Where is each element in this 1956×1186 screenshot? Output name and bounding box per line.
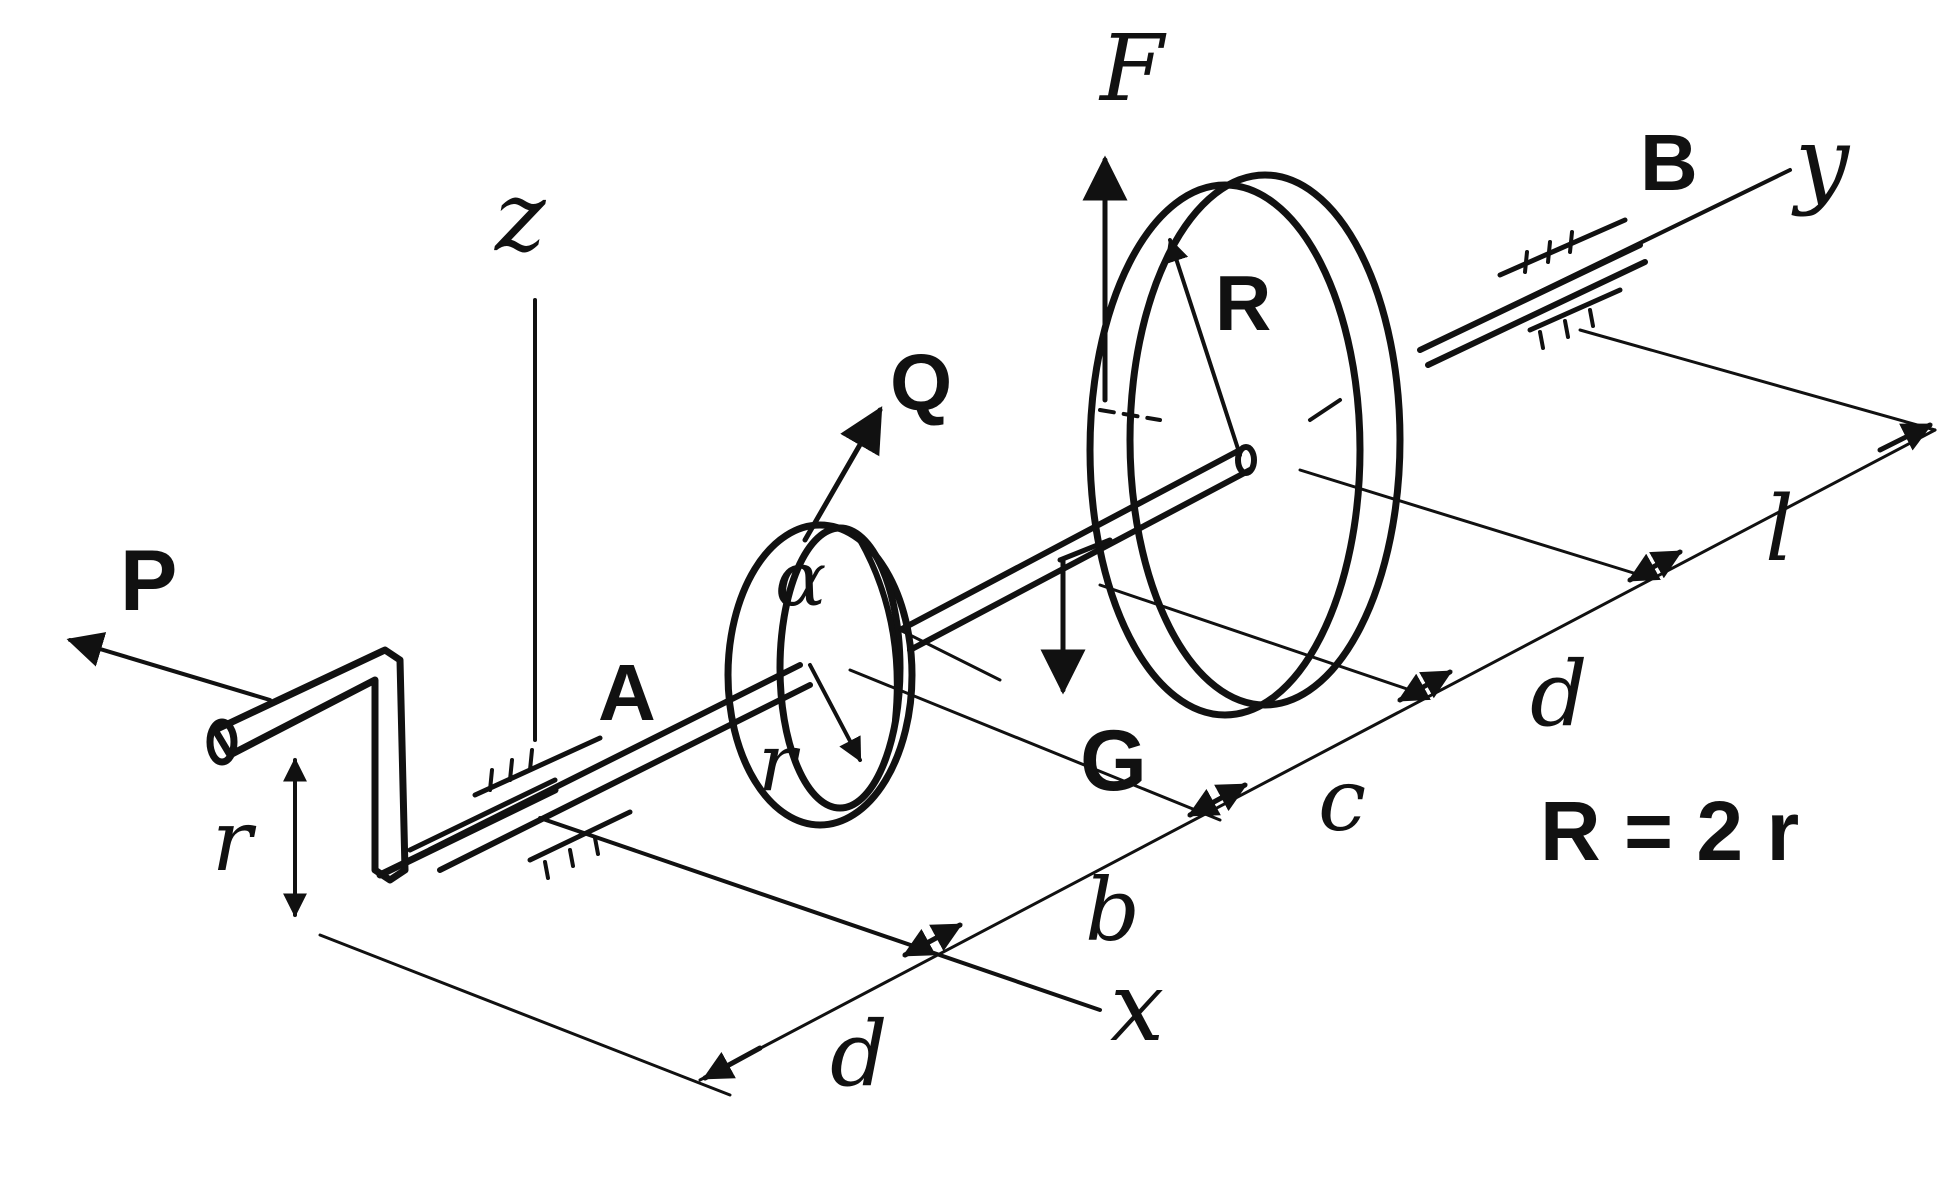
label-angle-alpha: α bbox=[775, 534, 826, 623]
label-force-q: Q bbox=[890, 338, 952, 427]
label-force-f: F bbox=[1098, 15, 1167, 122]
label-crank-offset: r bbox=[212, 792, 257, 890]
bearing-a bbox=[472, 735, 633, 880]
label-axis-y: y bbox=[1791, 106, 1851, 218]
force-g-arrow bbox=[1040, 537, 1113, 695]
label-dim-d-top: d bbox=[1530, 642, 1588, 747]
label-radius-small: r bbox=[758, 716, 801, 809]
force-p-arrow bbox=[66, 632, 272, 702]
label-dim-b: b bbox=[1085, 861, 1140, 961]
force-q-arrow bbox=[802, 406, 883, 543]
label-dim-l: l bbox=[1765, 477, 1794, 582]
label-dim-c: c bbox=[1318, 751, 1366, 851]
axis-x-line bbox=[538, 816, 1102, 1012]
main-shaft bbox=[427, 242, 1648, 873]
label-axis-x: x bbox=[1110, 951, 1164, 1063]
label-force-p: P bbox=[120, 533, 177, 629]
label-point-b: B bbox=[1640, 118, 1698, 207]
label-radius-large: R bbox=[1215, 259, 1271, 347]
label-point-a: A bbox=[598, 648, 656, 737]
bearing-b bbox=[1497, 217, 1628, 350]
label-dim-d-bottom: d bbox=[830, 1002, 888, 1107]
label-relation: R = 2 r bbox=[1540, 784, 1799, 878]
large-disc bbox=[1086, 171, 1404, 719]
label-axis-z: z bbox=[494, 161, 547, 273]
label-force-g: G bbox=[1080, 713, 1147, 809]
crank-handle bbox=[206, 646, 559, 884]
small-pulley bbox=[724, 521, 916, 829]
dimension-lines bbox=[318, 328, 1937, 1097]
